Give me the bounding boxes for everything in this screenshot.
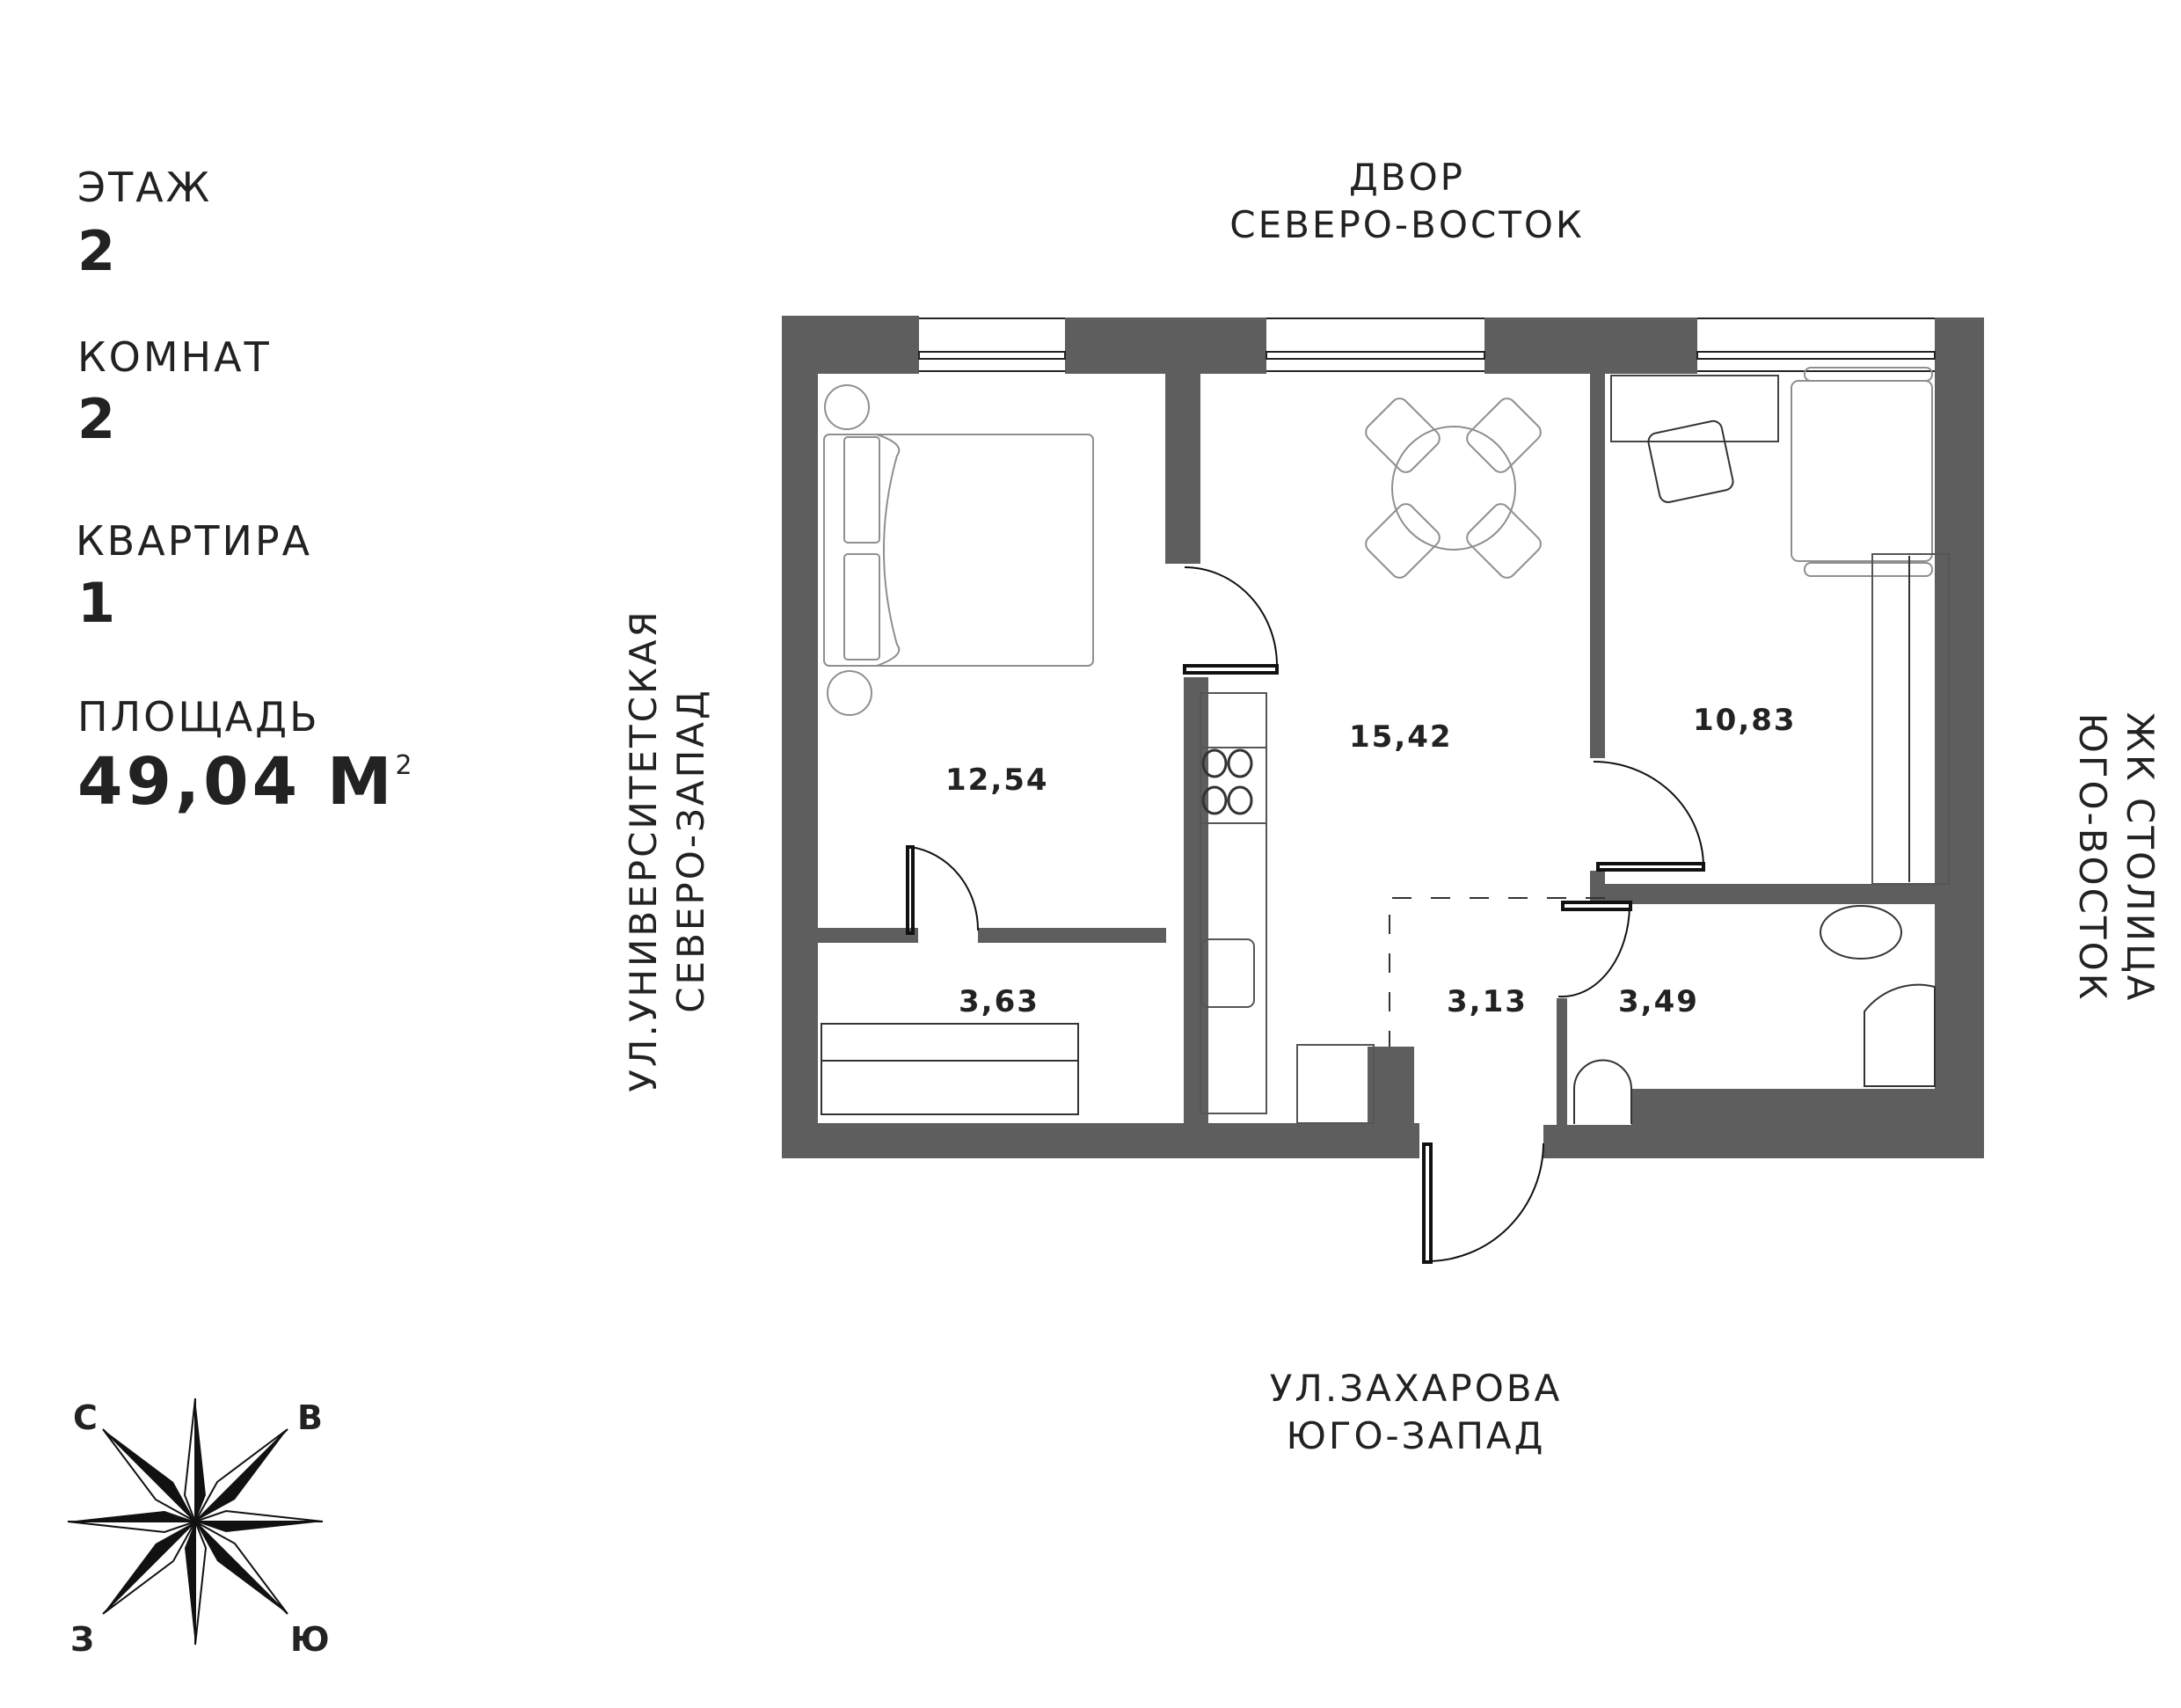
compass-south-label: Ю (290, 1620, 330, 1659)
compass-north-label: С (73, 1398, 98, 1437)
stove-burners (1201, 748, 1253, 815)
single-bed (1791, 380, 1933, 562)
area-label: ПЛОЩАДЬ (77, 693, 320, 741)
bottom-label-line1: УЛ.ЗАХАРОВА (1269, 1367, 1563, 1410)
top-orientation-label: ДВОР СЕВЕРО-ВОСТОК (1178, 154, 1636, 249)
compass-west-label: З (70, 1620, 94, 1659)
room-area-bedroom-1: 12,54 (945, 763, 1049, 798)
apartment-value: 1 (77, 571, 116, 635)
rooms-value: 2 (77, 387, 116, 451)
bottom-label-line2: ЮГО-ЗАПАД (1286, 1414, 1546, 1457)
toilet (1820, 905, 1902, 960)
hallway-zone-outline (1389, 897, 1605, 1047)
top-label-line2: СЕВЕРО-ВОСТОК (1229, 203, 1585, 246)
windows (918, 318, 1936, 372)
area-number: 49,04 М (77, 744, 396, 820)
dining-table (1391, 426, 1516, 551)
floor-label: ЭТАЖ (77, 164, 213, 211)
floor-value: 2 (77, 219, 116, 283)
room-area-hallway: 3,13 (1447, 984, 1528, 1019)
wardrobe-bedroom2 (1871, 553, 1950, 885)
walls (782, 316, 1984, 1158)
area-value: 49,04 М2 (77, 749, 412, 814)
room-area-bathroom: 3,49 (1618, 984, 1699, 1019)
bottom-orientation-label: УЛ.ЗАХАРОВА ЮГО-ЗАПАД (1196, 1365, 1636, 1460)
office-chair (1647, 420, 1734, 503)
room-area-kitchen-living: 15,42 (1349, 719, 1453, 755)
double-bed (823, 434, 1094, 667)
room-area-wardrobe: 3,63 (959, 984, 1039, 1019)
washbasin (1573, 1059, 1632, 1124)
shower-tray (1864, 983, 1936, 1087)
desk (1610, 375, 1779, 442)
wardrobe-closet (821, 1023, 1079, 1115)
compass-east-label: В (297, 1398, 323, 1437)
apartment-label: КВАРТИРА (76, 517, 313, 565)
rooms-label: КОМНАТ (77, 333, 272, 381)
doors (906, 566, 1705, 1264)
furniture (821, 367, 1950, 1124)
area-unit-superscript: 2 (395, 750, 412, 781)
compass-rose-icon (67, 1398, 324, 1646)
room-area-bedroom-2: 10,83 (1693, 703, 1797, 738)
sink (1200, 938, 1255, 1008)
top-label-line1: ДВОР (1348, 156, 1465, 199)
stove (1200, 747, 1267, 824)
kitchen-counter (1200, 692, 1267, 1114)
